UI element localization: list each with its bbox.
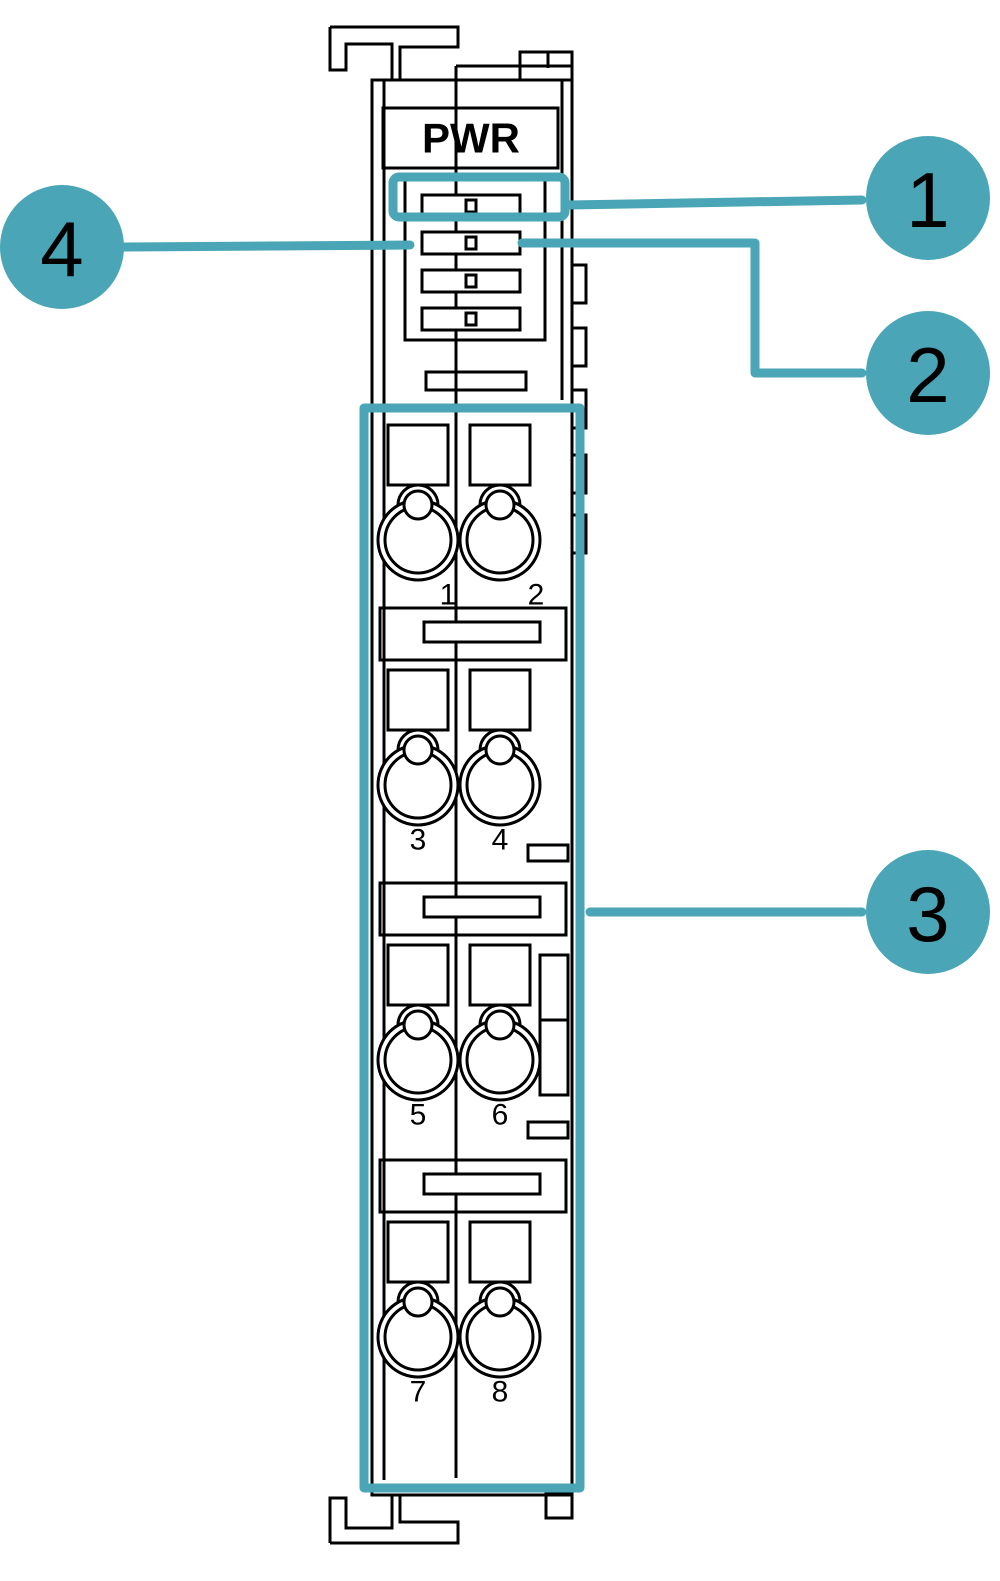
separator-bar — [378, 1158, 568, 1214]
separator-bar — [378, 881, 568, 937]
terminal-number: 8 — [492, 1376, 509, 1409]
separator-bar — [378, 606, 568, 662]
module-housing — [370, 78, 574, 1497]
led-rows — [420, 193, 522, 332]
terminal-5[interactable]: 5 — [376, 943, 460, 1132]
terminal-3[interactable]: 3 — [376, 668, 460, 857]
terminal-number: 6 — [492, 1099, 509, 1132]
terminal-4[interactable]: 4 — [458, 668, 542, 857]
wire-entry-top-inner — [402, 1009, 434, 1041]
release-button[interactable] — [468, 423, 532, 487]
callout-1: 1 — [866, 136, 990, 260]
terminal-number: 3 — [410, 824, 427, 857]
terminal-number: 5 — [410, 1099, 427, 1132]
top-latch — [328, 25, 574, 80]
terminal-number: 4 — [492, 824, 509, 857]
terminal-number: 2 — [528, 579, 545, 612]
callout-4-number: 4 — [40, 205, 83, 293]
wire-entry-top-inner — [484, 489, 516, 521]
callout-4: 4 — [0, 185, 124, 309]
wire-entry-top-inner — [484, 1286, 516, 1318]
terminal-1[interactable]: 1 — [376, 423, 460, 612]
callout-1-number: 1 — [906, 156, 949, 244]
terminal-7[interactable]: 7 — [376, 1220, 460, 1409]
wire-entry-top-inner — [484, 734, 516, 766]
terminal-number: 1 — [440, 579, 457, 612]
callout-2: 2 — [866, 311, 990, 435]
callout-lines — [119, 172, 867, 1493]
release-button[interactable] — [386, 668, 450, 732]
release-slot — [424, 370, 528, 392]
release-button[interactable] — [386, 423, 450, 487]
release-button[interactable] — [468, 668, 532, 732]
release-button[interactable] — [386, 943, 450, 1007]
bottom-latch — [328, 1490, 574, 1545]
release-button[interactable] — [468, 943, 532, 1007]
label-field — [381, 106, 560, 170]
release-button[interactable] — [386, 1220, 450, 1284]
terminal-8[interactable]: 8 — [458, 1220, 542, 1409]
wire-entry-top-inner — [484, 1009, 516, 1041]
wire-entry-top-inner — [402, 489, 434, 521]
callout-3-number: 3 — [906, 870, 949, 958]
terminal-number: 7 — [410, 1376, 427, 1409]
terminal-6[interactable]: 6 — [458, 943, 542, 1132]
release-button[interactable] — [468, 1220, 532, 1284]
release-slot — [422, 1172, 542, 1196]
wire-entry-top-inner — [402, 734, 434, 766]
release-slot — [422, 620, 542, 644]
module-label: PWR — [422, 115, 520, 162]
io-module: PWR 1 2 3 4 5 6 7 8 — [328, 25, 588, 1545]
wire-entry-top-inner — [402, 1286, 434, 1318]
callout-3: 3 — [866, 850, 990, 974]
terminal-2[interactable]: 2 — [458, 423, 545, 612]
callout-2-number: 2 — [906, 331, 949, 419]
release-slot — [422, 895, 542, 919]
terminal-block: 1 2 3 4 5 6 7 8 — [376, 423, 568, 1409]
